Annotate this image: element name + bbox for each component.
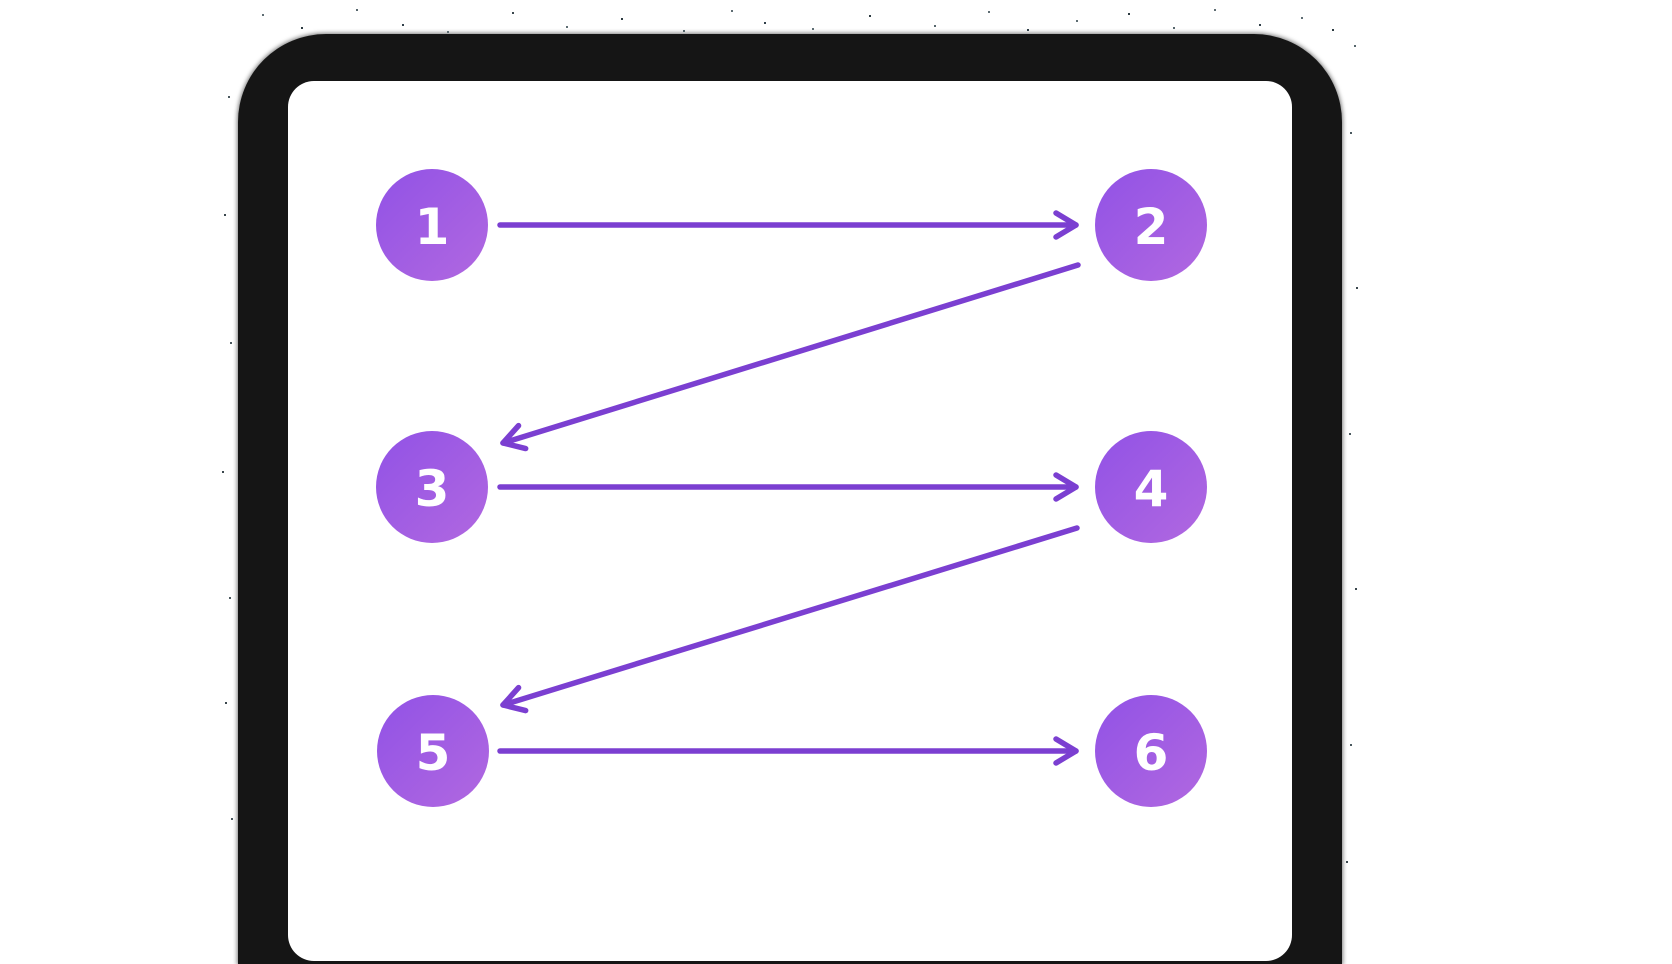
node-6: 6 (1095, 695, 1207, 807)
node-1-label: 1 (415, 198, 450, 256)
arrows (497, 210, 1081, 766)
node-3-circle (376, 431, 488, 543)
node-2-label: 2 (1134, 198, 1169, 256)
flow-diagram: 1 2 3 4 5 6 (376, 169, 1207, 807)
node-6-label: 6 (1134, 724, 1169, 782)
arrow-2-3 (500, 262, 1081, 452)
node-5: 5 (377, 695, 489, 807)
node-2-circle (1095, 169, 1207, 281)
node-1-circle (376, 169, 488, 281)
node-4-label: 4 (1134, 460, 1169, 518)
node-2: 2 (1095, 169, 1207, 281)
node-5-circle (377, 695, 489, 807)
node-6-circle (1095, 695, 1207, 807)
nodes: 1 2 3 4 5 6 (376, 169, 1207, 807)
node-4-circle (1095, 431, 1207, 543)
node-3-label: 3 (415, 460, 450, 518)
node-4: 4 (1095, 431, 1207, 543)
node-5-label: 5 (416, 724, 451, 782)
canvas: 1 2 3 4 5 6 (238, 34, 1342, 964)
node-1: 1 (376, 169, 488, 281)
node-3: 3 (376, 431, 488, 543)
arrow-4-5 (500, 525, 1080, 714)
